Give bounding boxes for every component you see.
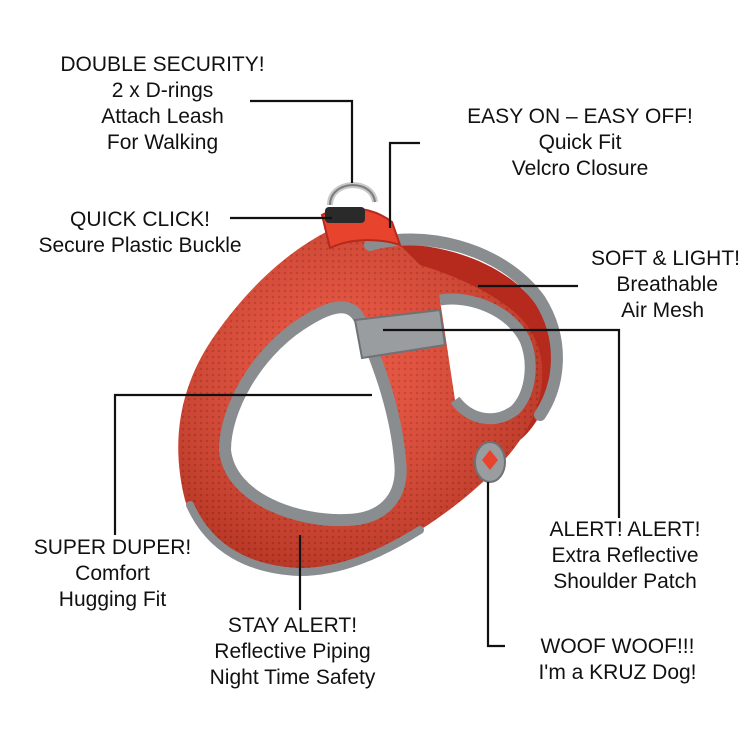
callout-alert-alert: ALERT! ALERT! Extra Reflective Shoulder …: [515, 517, 735, 595]
callout-line: Velcro Closure: [511, 157, 649, 180]
pointer-double-security: [250, 99, 354, 183]
buckle-icon: [325, 207, 365, 223]
pointer-easy-on: [388, 141, 420, 228]
callout-double-security: DOUBLE SECURITY! 2 x D-rings Attach Leas…: [35, 52, 290, 156]
callout-woof-woof: WOOF WOOF!!! I'm a KRUZ Dog!: [505, 634, 730, 686]
callout-super-duper: SUPER DUPER! Comfort Hugging Fit: [5, 535, 220, 613]
callout-line: I'm a KRUZ Dog!: [538, 661, 697, 684]
callout-line: Attach Leash: [101, 105, 224, 128]
callout-line: Air Mesh: [621, 299, 704, 322]
callout-line: Shoulder Patch: [553, 570, 697, 593]
callout-title: QUICK CLICK!: [69, 208, 211, 231]
callout-title: SUPER DUPER!: [33, 536, 192, 559]
callout-line: Quick Fit: [538, 131, 622, 154]
pointer-woof-woof: [486, 482, 505, 648]
d-ring-icon: [327, 182, 378, 206]
reflective-piping-right: [364, 233, 563, 421]
callout-title: STAY ALERT!: [227, 614, 358, 637]
callout-line: Hugging Fit: [58, 588, 167, 611]
callout-line: 2 x D-rings: [111, 79, 214, 102]
pointer-super-duper: [113, 393, 372, 535]
callout-title: WOOF WOOF!!!: [540, 635, 695, 658]
callout-title: EASY ON – EASY OFF!: [467, 105, 693, 128]
callout-line: Breathable: [616, 273, 718, 296]
callout-line: For Walking: [106, 131, 219, 154]
callout-title: DOUBLE SECURITY!: [60, 53, 265, 76]
callout-soft-light: SOFT & LIGHT! Breathable Air Mesh: [540, 246, 740, 324]
pointer-alert-alert: [383, 328, 621, 518]
callout-line: Extra Reflective: [551, 544, 699, 567]
callout-line: Night Time Safety: [209, 666, 376, 689]
callout-easy-on: EASY ON – EASY OFF! Quick Fit Velcro Clo…: [425, 104, 735, 182]
reflective-piping-inner: [218, 301, 407, 527]
callout-title: SOFT & LIGHT!: [591, 247, 740, 270]
callout-line: Reflective Piping: [214, 640, 371, 663]
callout-quick-click: QUICK CLICK! Secure Plastic Buckle: [10, 207, 270, 259]
callout-title: ALERT! ALERT!: [549, 518, 701, 541]
callout-line: Comfort: [75, 562, 150, 585]
callout-line: Secure Plastic Buckle: [38, 234, 242, 257]
shoulder-patch: [353, 308, 447, 360]
pointer-lines: [113, 99, 621, 648]
callout-stay-alert: STAY ALERT! Reflective Piping Night Time…: [180, 613, 405, 691]
logo-patch-icon: [474, 441, 506, 483]
